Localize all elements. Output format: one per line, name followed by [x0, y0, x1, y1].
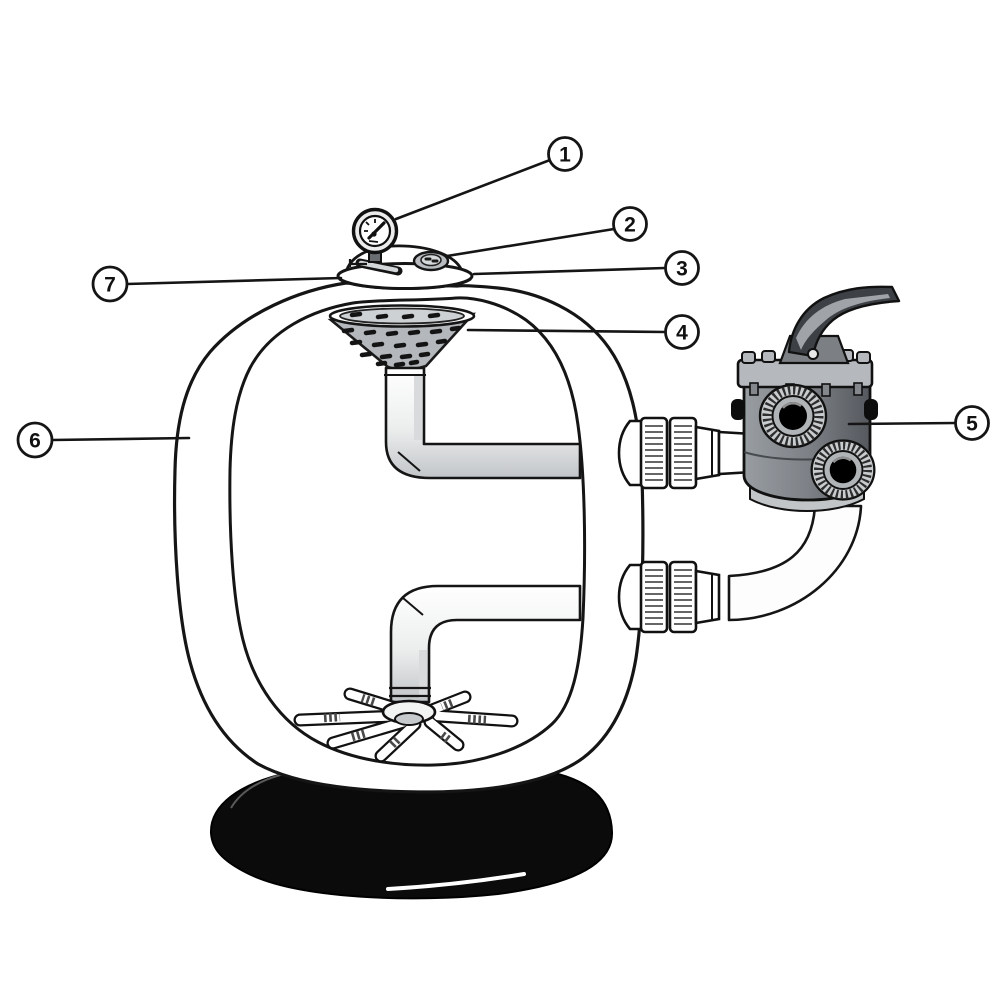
flange-bolt [821, 383, 831, 397]
callout-5-number: 5 [966, 413, 978, 436]
base-highlight [386, 872, 526, 891]
port-ring-ribs [814, 441, 872, 499]
upper-pipe-shade [414, 374, 422, 440]
lateral-assembly [293, 687, 519, 763]
callout-2: 2 [612, 206, 648, 242]
callout-3-circle [664, 250, 700, 286]
valve-handle-top-face [796, 294, 890, 350]
callout-1-number: 1 [559, 144, 571, 167]
valve-lower-port [810, 439, 876, 501]
callout-3: 3 [664, 250, 700, 286]
flange-bolt [749, 382, 759, 396]
callout-1-circle [547, 136, 583, 172]
lower-union-cap [617, 563, 644, 631]
callout-5-circle [954, 405, 990, 441]
callout-1: 1 [547, 136, 583, 172]
flange-lug [741, 351, 756, 364]
upper-elbow-seam [397, 451, 421, 472]
callout-5: 5 [954, 405, 990, 441]
lid-assembly [336, 207, 474, 290]
valve-front-port [758, 383, 828, 449]
callouts: 1 2 3 4 5 6 7 [16, 136, 990, 459]
port-hole-glint [782, 402, 802, 409]
upper-union-collar [694, 425, 721, 481]
lateral-hub-boss [394, 712, 424, 726]
lower-pipe-coupler [389, 686, 431, 698]
callout-7-leader [125, 276, 343, 286]
upper-pipe-body [384, 366, 582, 480]
callout-2-number: 2 [624, 214, 636, 237]
port-ring-ribs [762, 385, 824, 447]
callout-4: 4 [664, 314, 700, 350]
callout-6-leader [50, 436, 191, 442]
tank-cutaway-wall [228, 296, 587, 767]
lower-pipe-shade [419, 650, 427, 698]
callout-3-number: 3 [676, 258, 688, 281]
callout-2-circle [612, 206, 648, 242]
diffuser-holes [341, 311, 462, 368]
valve-handle-pivot [807, 348, 819, 360]
flange-bolt [853, 382, 863, 396]
valve-right-knob [864, 399, 878, 420]
flange-lug [856, 351, 871, 364]
upper-union-nut-b [668, 416, 698, 490]
upper-union-knurl [645, 425, 692, 481]
return-hose [727, 504, 863, 622]
fitting-slots [424, 257, 439, 263]
lower-elbow-seam [402, 597, 424, 616]
port-hole [779, 402, 807, 430]
port-hole-glint [832, 456, 852, 464]
callout-7-number: 7 [104, 274, 116, 297]
valve-left-knob [731, 399, 745, 420]
callout-6-number: 6 [29, 430, 41, 453]
laterals-bands [323, 693, 487, 749]
callout-2-leader [445, 227, 616, 258]
lower-union-knurl [645, 569, 692, 625]
lower-union [617, 560, 721, 634]
multiport-valve [731, 285, 901, 512]
callout-4-number: 4 [676, 322, 688, 345]
upper-union-cap [617, 419, 644, 487]
valve-handle [787, 285, 901, 358]
gauge-needle-hub [371, 231, 377, 237]
callout-5-leader [847, 421, 958, 426]
lower-union-nut-a [639, 560, 669, 634]
base-edge-highlight [230, 773, 285, 809]
lower-union-nut-b [668, 560, 698, 634]
callout-4-leader [466, 328, 668, 334]
flange-lug [761, 350, 776, 363]
callout-7: 7 [91, 265, 129, 303]
callout-6-circle [16, 421, 54, 459]
pressure-gauge [348, 207, 399, 267]
upper-union [617, 416, 754, 490]
upper-internal-pipe [384, 366, 582, 480]
gauge-needle [367, 221, 386, 240]
air-relief-fitting [412, 250, 450, 272]
callout-1-leader [394, 158, 552, 221]
port-hole [829, 456, 857, 484]
callout-3-leader [472, 266, 667, 276]
upper-union-nut-a [639, 416, 669, 490]
gauge-bracket [348, 259, 367, 267]
callout-7-circle [91, 265, 129, 303]
lid-flange-rim [338, 278, 472, 290]
diffuser [327, 304, 477, 372]
callout-4-circle [664, 314, 700, 350]
callout-6: 6 [16, 421, 54, 459]
lower-union-collar [694, 569, 721, 625]
leader-lines [50, 158, 958, 442]
